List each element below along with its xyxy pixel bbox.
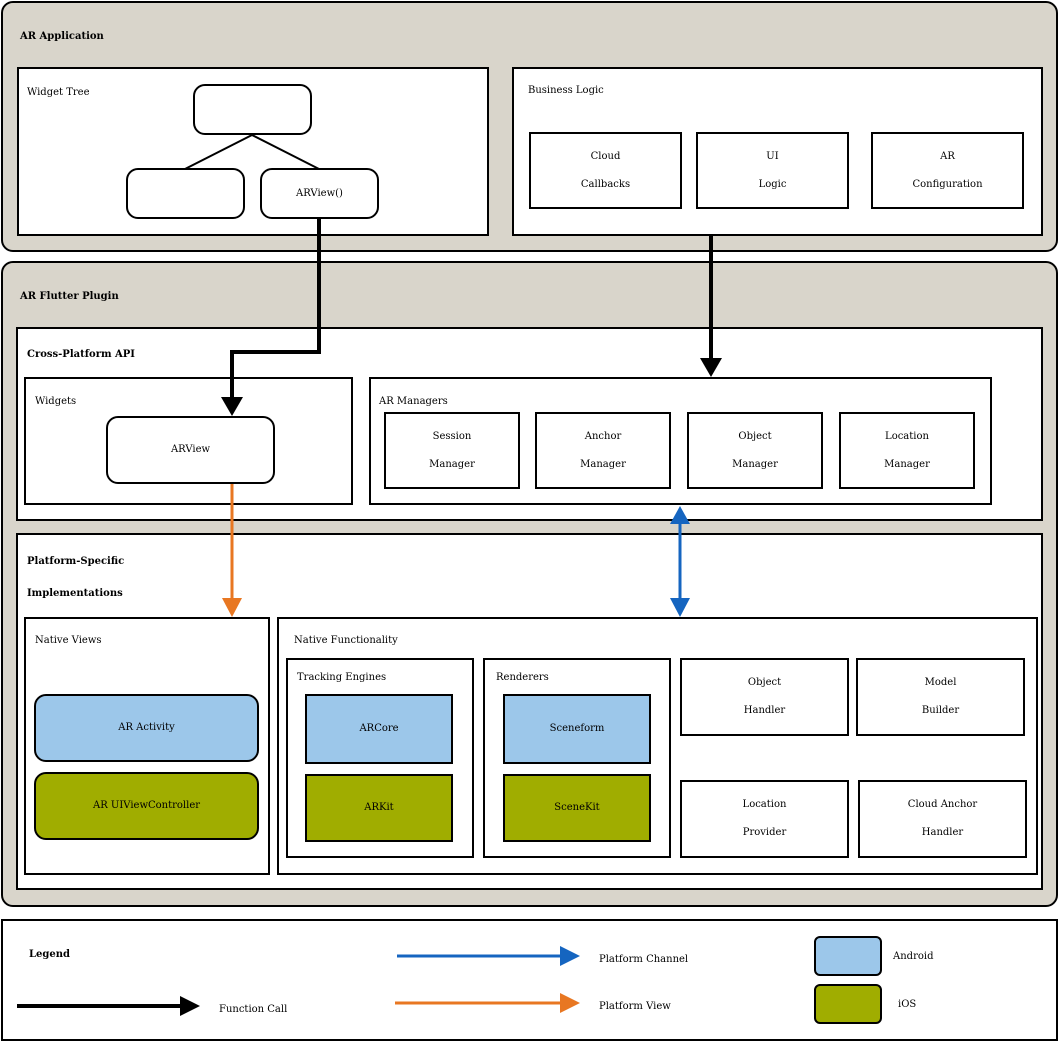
android-legend-swatch: [814, 936, 882, 976]
scenekit-box: SceneKit: [503, 774, 651, 842]
renderers-title: Renderers: [496, 672, 549, 683]
platform-specific-title: Platform-Specific: [27, 556, 125, 567]
arkit-box: ARKit: [305, 774, 453, 842]
platform-view-legend-label: Platform View: [599, 1001, 671, 1012]
sceneform-box: Sceneform: [503, 694, 651, 764]
arview-node-label: ARView(): [296, 187, 343, 199]
native-functionality-title: Native Functionality: [294, 635, 398, 646]
android-legend-label: Android: [893, 951, 934, 962]
ar-uiviewcontroller-box: AR UIViewController: [34, 772, 259, 840]
ar-managers-title: AR Managers: [379, 396, 448, 407]
widget-tree-arview-node: ARView(): [260, 168, 379, 219]
tracking-engines-title: Tracking Engines: [297, 672, 387, 683]
legend-panel: [1, 919, 1058, 1041]
arview-widget-box: ARView: [106, 416, 275, 484]
native-views-title: Native Views: [35, 635, 102, 646]
widget-tree-root-node: [193, 84, 312, 135]
legend-title: Legend: [29, 949, 71, 960]
arcore-box: ARCore: [305, 694, 453, 764]
widget-tree-child-node: [126, 168, 245, 219]
function-call-legend-label: Function Call: [219, 1004, 288, 1015]
ios-legend-swatch: [814, 984, 882, 1024]
ar-application-title: AR Application: [20, 31, 104, 42]
ar-flutter-plugin-title: AR Flutter Plugin: [20, 291, 119, 302]
widgets-title: Widgets: [35, 396, 77, 407]
ios-legend-label: iOS: [898, 999, 917, 1010]
widget-tree-title: Widget Tree: [27, 87, 90, 98]
business-logic-title: Business Logic: [528, 85, 604, 96]
implementations-title: Implementations: [27, 588, 123, 599]
ar-activity-box: AR Activity: [34, 694, 259, 762]
platform-channel-legend-label: Platform Channel: [599, 954, 689, 965]
cross-platform-api-title: Cross-Platform API: [27, 349, 135, 360]
